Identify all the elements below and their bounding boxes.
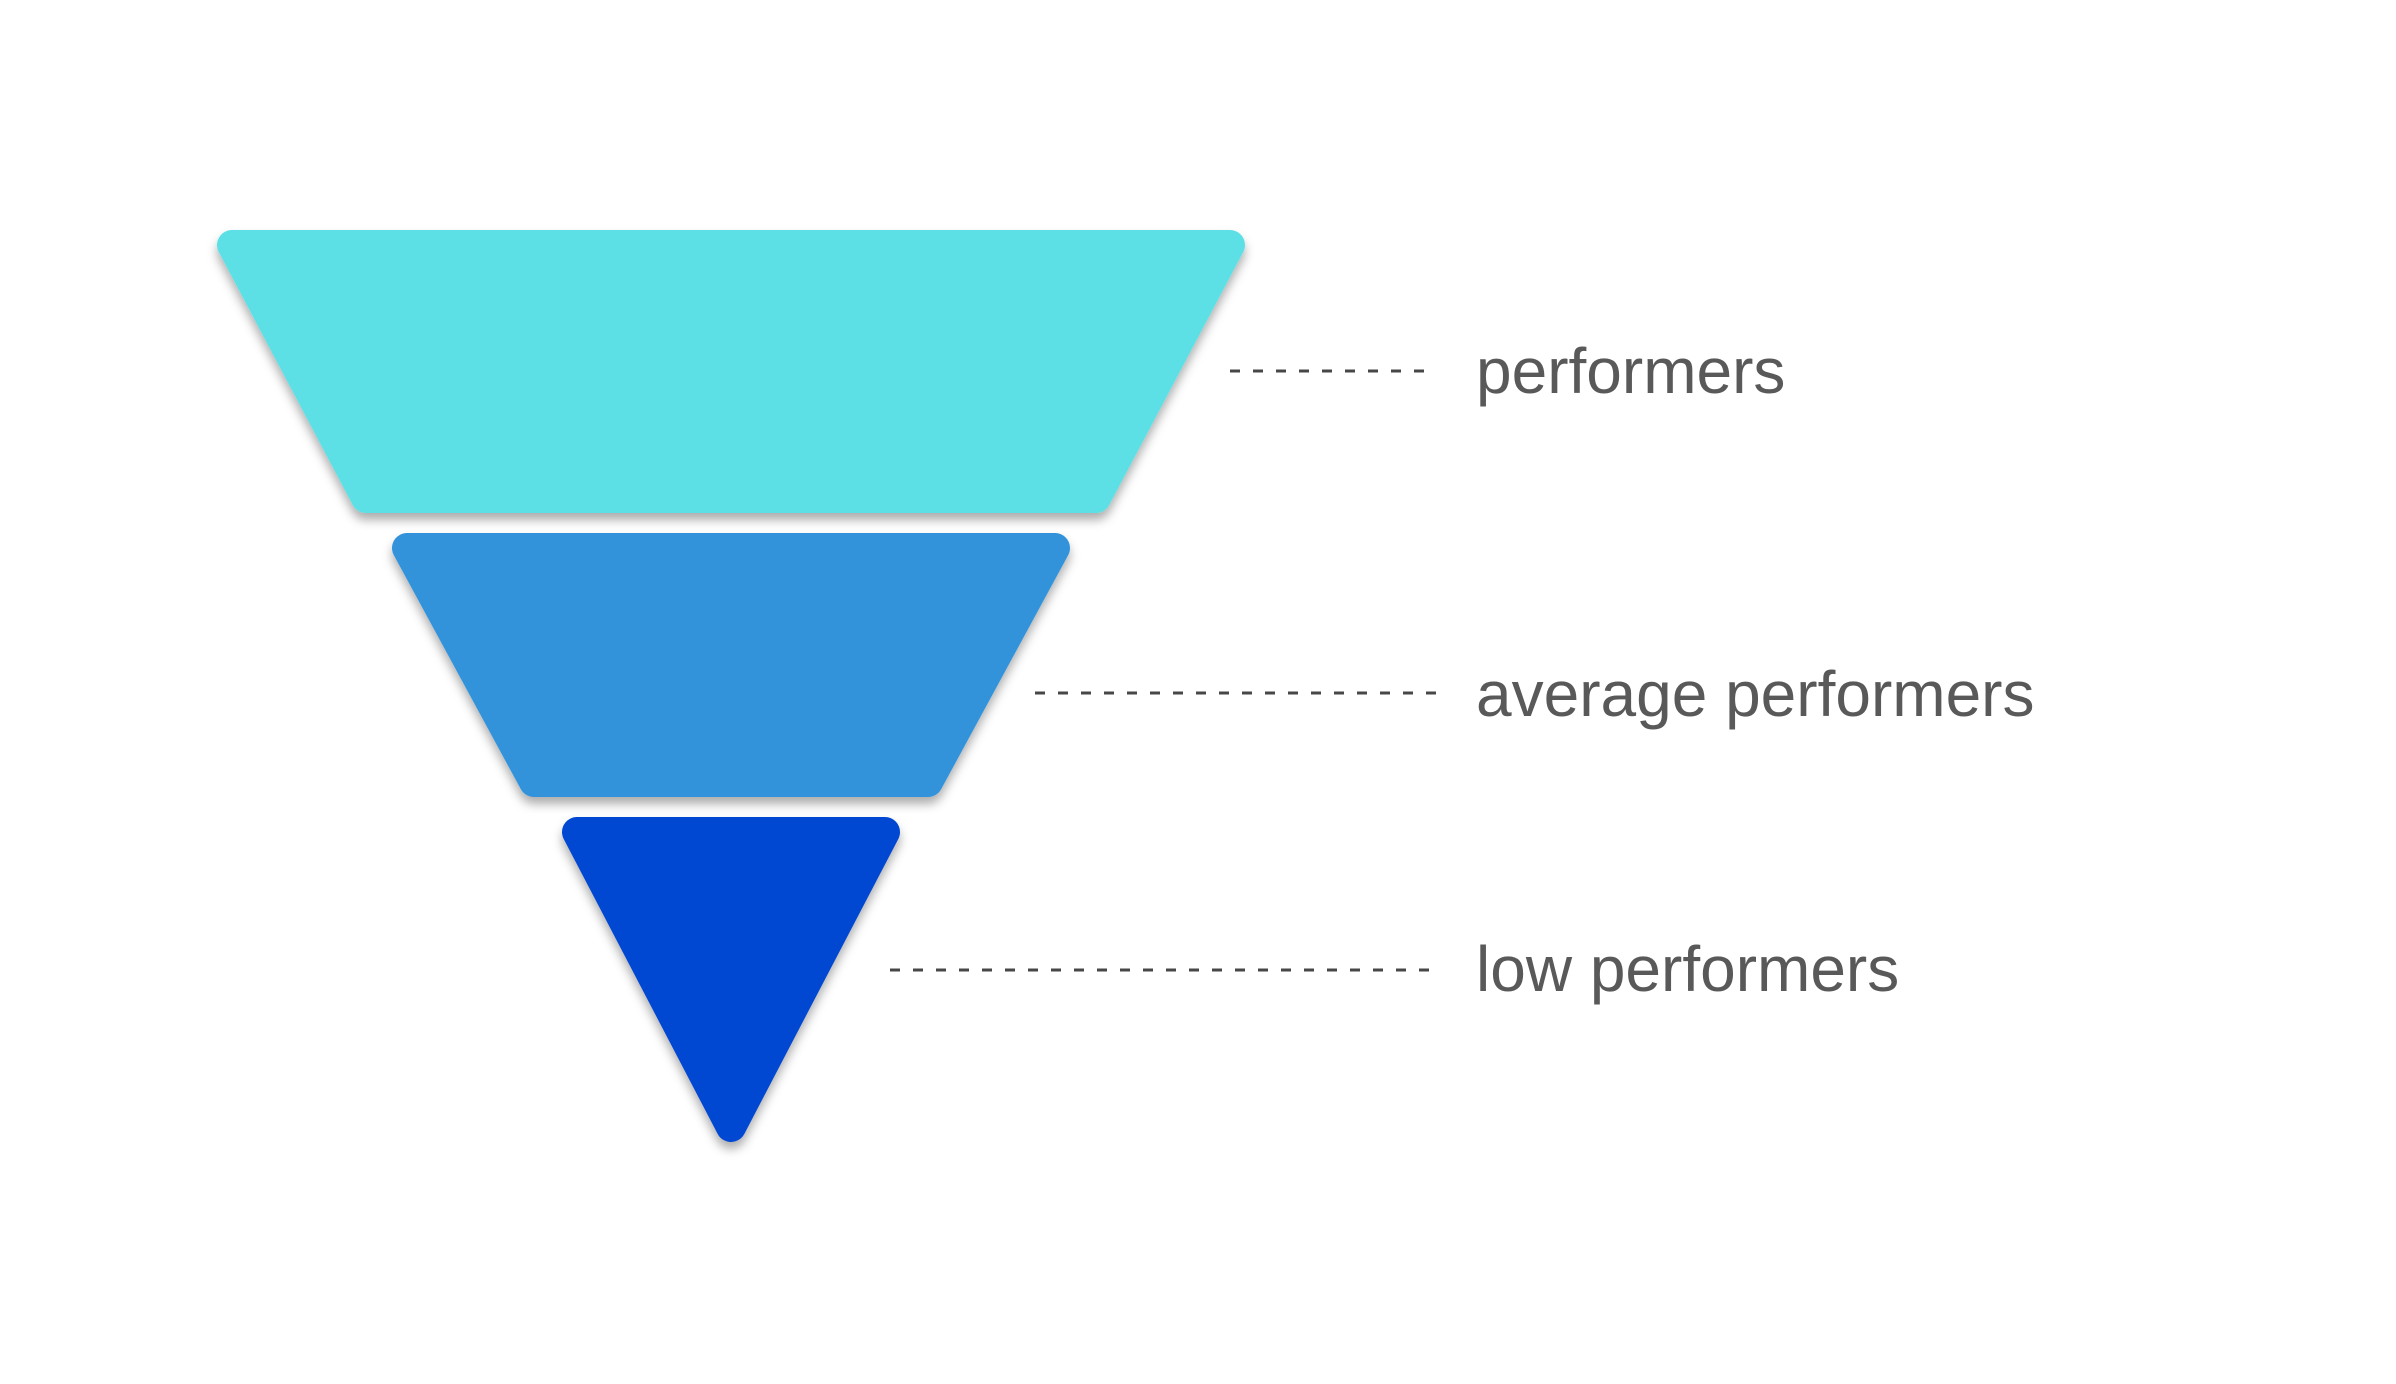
label-average-performers: average performers: [1476, 658, 2034, 730]
label-low-performers: low performers: [1476, 933, 1899, 1005]
funnel-level-performers-shape: [217, 230, 1245, 513]
funnel-level-average-performers-shape: [392, 533, 1070, 797]
funnel-level-low-performers-shape: [562, 817, 900, 1142]
label-performers: performers: [1476, 335, 1785, 407]
